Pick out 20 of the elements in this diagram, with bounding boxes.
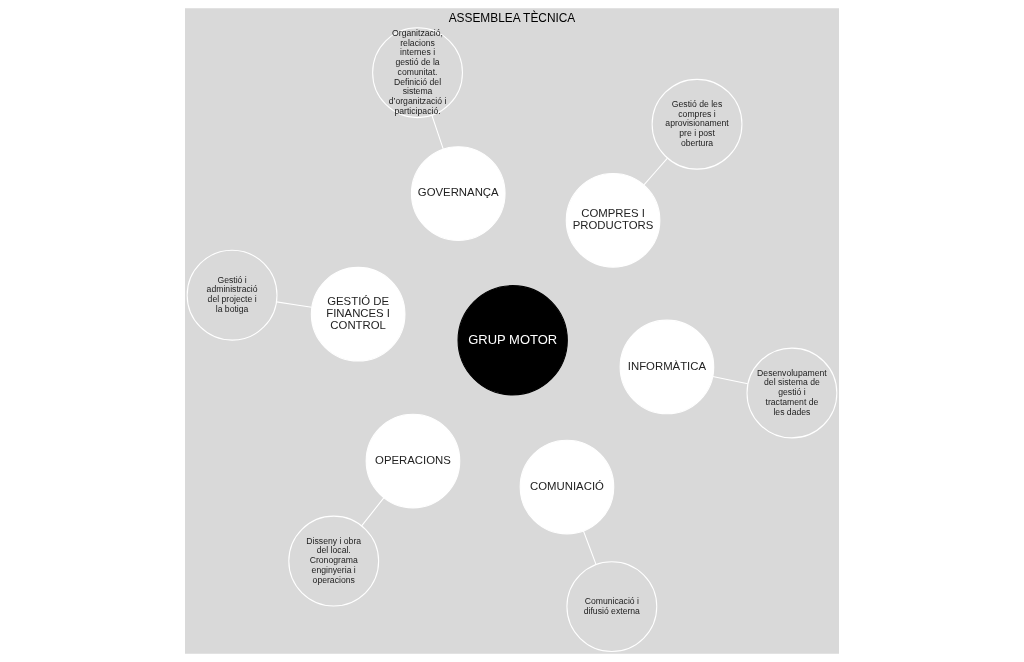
node-circle: COMUNIACIÓ	[519, 439, 615, 535]
connector	[582, 530, 597, 565]
connector	[361, 497, 385, 527]
node-circle: OPERACIONS	[365, 413, 461, 509]
node-circle: COMPRES I PRODUCTORS	[565, 172, 661, 268]
node-circle: GESTIÓ DE FINANCES I CONTROL	[310, 266, 406, 362]
node-circle: Desenvolupament del sistema de gestió i tractament de les dades	[746, 347, 838, 439]
connector	[275, 301, 313, 308]
node-circle: Gestió i administració del projecte i la botiga	[186, 249, 278, 341]
node-circle: Comunicació i difusió externa	[566, 561, 658, 653]
node-circle: Organització, relacions internes i gestió de la comunitat. Definició del sistema d’organització i participació.	[372, 27, 463, 119]
connector	[643, 157, 668, 186]
connector	[431, 114, 444, 150]
node-circle: Gestió de les compres i aprovisionament pre i post obertura	[651, 78, 743, 170]
diagram-title: ASSEMBLEA TÈCNICA	[448, 11, 576, 26]
node-circle: Disseny i obra del local. Cronograma enginyeria i operacions	[288, 515, 380, 607]
node-circle: INFORMÀTICA	[619, 319, 715, 415]
connector	[712, 375, 749, 385]
node-circle: GRUP MOTOR	[457, 285, 568, 396]
node-circle: GOVERNANÇA	[410, 146, 506, 241]
